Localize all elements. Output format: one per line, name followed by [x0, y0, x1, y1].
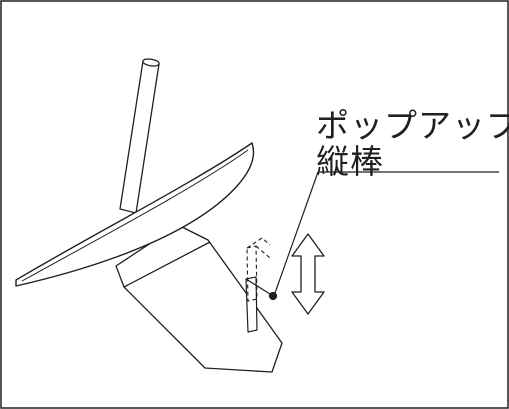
popup-rod-knob — [268, 291, 278, 301]
callout-leader-line — [274, 171, 499, 294]
popup-rod-raised-outline — [246, 237, 271, 302]
basin-dish — [15, 142, 255, 287]
popup-rod — [245, 276, 278, 333]
callout-label-rod: 縦棒 — [316, 142, 384, 181]
callout-label-popup: ポップアップ — [316, 106, 509, 145]
up-down-arrow-icon — [291, 233, 325, 315]
